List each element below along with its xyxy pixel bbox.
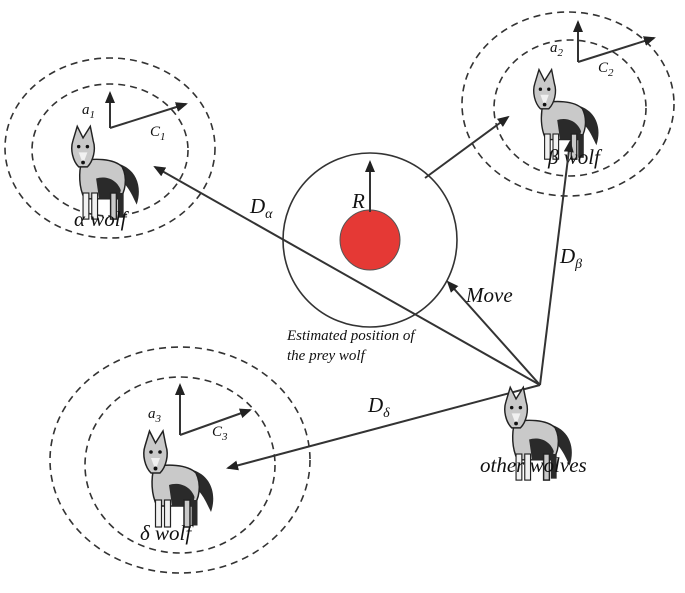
prey-to-beta-arrow — [424, 115, 510, 179]
prey-radius-label: R — [351, 189, 365, 213]
prey-dot — [339, 209, 401, 271]
move-label: Move — [465, 283, 513, 307]
d-alpha-arrow — [153, 166, 541, 386]
beta-c-vector — [577, 36, 656, 63]
delta-a-label: a3 — [148, 406, 162, 425]
beta-c-label: C2 — [598, 60, 614, 79]
delta-wolf-group: a3 C3 δ wolf — [49, 346, 311, 574]
move-arrow — [446, 280, 541, 386]
alpha-wolf-group: a1 C1 α wolf — [4, 57, 216, 239]
d-delta-label: Dδ — [367, 393, 390, 421]
alpha-a-label: a1 — [82, 102, 95, 121]
d-delta-arrow — [226, 384, 541, 471]
delta-wolf-icon — [143, 430, 214, 528]
d-alpha-label: Dα — [249, 194, 273, 222]
alpha-wolf-label: α wolf — [74, 207, 130, 231]
beta-inner-ring — [493, 39, 647, 177]
estimate-caption-line1: Estimated position of — [286, 328, 416, 344]
delta-inner-ring — [84, 376, 276, 554]
delta-c-label: C3 — [212, 424, 228, 443]
estimate-caption-line2: the prey wolf — [287, 348, 367, 364]
alpha-c-vector — [109, 102, 188, 129]
d-beta-arrow — [539, 140, 574, 386]
beta-wolf-group: a2 C2 β wolf — [461, 11, 675, 197]
beta-wolf-label: β wolf — [547, 145, 603, 169]
d-beta-label: Dβ — [559, 244, 582, 272]
other-wolves-group: other wolves — [480, 386, 587, 481]
alpha-outer-ring — [4, 57, 216, 239]
delta-outer-ring — [49, 346, 311, 574]
alpha-c-label: C1 — [150, 124, 166, 143]
beta-outer-ring — [461, 11, 675, 197]
other-wolves-label: other wolves — [480, 453, 587, 477]
distance-vectors — [153, 115, 574, 471]
beta-a-label: a2 — [550, 40, 564, 59]
delta-c-vector — [179, 408, 252, 436]
prey-group: R — [282, 152, 458, 328]
alpha-wolf-icon — [71, 125, 140, 220]
delta-wolf-label: δ wolf — [140, 521, 194, 545]
